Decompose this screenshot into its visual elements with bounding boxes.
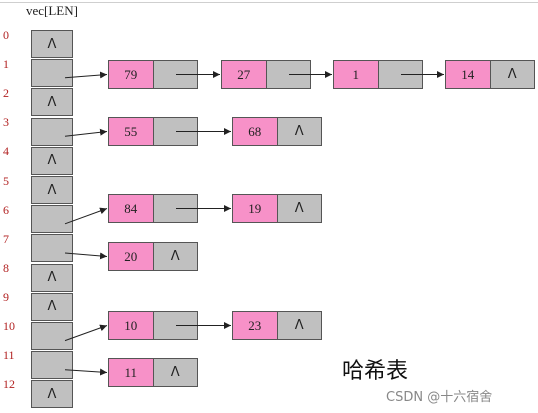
node-value: 11 bbox=[109, 359, 154, 386]
node-value: 23 bbox=[233, 312, 278, 339]
bucket-slot: Λ bbox=[31, 292, 73, 321]
list-node: 55 bbox=[108, 117, 198, 146]
node-value: 55 bbox=[109, 118, 154, 145]
bucket-index: 3 bbox=[3, 115, 9, 130]
bucket-index: 1 bbox=[3, 57, 9, 72]
bucket-index: 5 bbox=[3, 173, 9, 188]
node-value: 10 bbox=[109, 312, 154, 339]
bucket-index: 8 bbox=[3, 260, 9, 275]
bucket-index: 7 bbox=[3, 231, 9, 246]
null-pointer-icon: Λ bbox=[277, 118, 321, 145]
diagram-caption: 哈希表 bbox=[342, 359, 409, 384]
bucket-slot bbox=[31, 322, 73, 350]
bucket-slot bbox=[31, 59, 73, 88]
bucket-slot bbox=[31, 205, 73, 234]
bucket-slot bbox=[31, 234, 73, 263]
node-value: 79 bbox=[109, 61, 154, 88]
list-node: 10 bbox=[108, 311, 198, 340]
next-pointer bbox=[153, 118, 197, 145]
null-pointer-icon: Λ bbox=[47, 182, 57, 198]
node-value: 20 bbox=[109, 243, 154, 270]
bucket-slot bbox=[31, 351, 73, 380]
bucket-index: 0 bbox=[3, 28, 9, 42]
node-value: 68 bbox=[233, 118, 278, 145]
null-pointer-icon: Λ bbox=[490, 61, 534, 88]
node-value: 27 bbox=[222, 61, 267, 88]
next-pointer bbox=[378, 61, 422, 88]
null-pointer-icon: Λ bbox=[47, 299, 57, 315]
null-pointer-icon: Λ bbox=[47, 94, 57, 110]
next-pointer bbox=[153, 312, 197, 339]
bucket-slot: Λ bbox=[31, 146, 73, 175]
null-pointer-icon: Λ bbox=[47, 386, 57, 402]
bucket-slot: Λ bbox=[31, 30, 73, 58]
null-pointer-icon: Λ bbox=[153, 359, 197, 386]
null-pointer-icon: Λ bbox=[47, 36, 57, 52]
bucket-index: 12 bbox=[3, 377, 15, 392]
null-pointer-icon: Λ bbox=[153, 243, 197, 270]
node-value: 14 bbox=[446, 61, 491, 88]
null-pointer-icon: Λ bbox=[47, 270, 57, 286]
next-pointer bbox=[266, 61, 310, 88]
bucket-index: 2 bbox=[3, 86, 9, 101]
bucket-slot: Λ bbox=[31, 380, 73, 409]
vector-title: vec[LEN] bbox=[26, 3, 78, 18]
next-pointer bbox=[153, 61, 197, 88]
list-node: 79 bbox=[108, 60, 198, 89]
bucket-index: 4 bbox=[3, 144, 9, 159]
list-node: 1 bbox=[333, 60, 423, 89]
list-node: 84 bbox=[108, 194, 198, 223]
null-pointer-icon: Λ bbox=[47, 153, 57, 169]
node-value: 1 bbox=[334, 61, 379, 88]
bucket-index: 9 bbox=[3, 289, 9, 304]
bucket-index: 10 bbox=[3, 319, 15, 333]
null-pointer-icon: Λ bbox=[277, 312, 321, 339]
bucket-slot: Λ bbox=[31, 88, 73, 117]
list-node: 27 bbox=[221, 60, 311, 89]
bucket-slot: Λ bbox=[31, 263, 73, 292]
bucket-slot bbox=[31, 117, 73, 146]
bucket-index: 11 bbox=[3, 348, 15, 363]
top-border bbox=[0, 2, 538, 3]
node-value: 19 bbox=[233, 195, 278, 222]
node-value: 84 bbox=[109, 195, 154, 222]
bucket-index: 6 bbox=[3, 202, 9, 217]
bucket-slot: Λ bbox=[31, 176, 73, 204]
watermark: CSDN @十六宿舍 bbox=[386, 390, 493, 405]
null-pointer-icon: Λ bbox=[277, 195, 321, 222]
next-pointer bbox=[153, 195, 197, 222]
